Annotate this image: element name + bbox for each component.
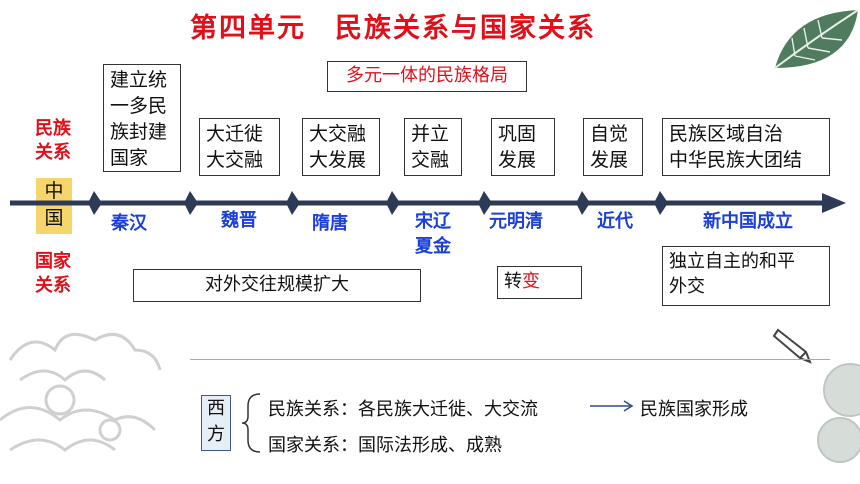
subtitle-text: 多元一体的民族格局 [346,65,508,86]
label-ethnic-relations: 民族 关系 [35,118,71,163]
timeline-arrow [10,191,846,215]
label-china: 中 国 [36,178,72,234]
ethnic-box-weijin: 大迁徙 大交融 [199,118,280,176]
ethnic-box-new-china: 民族区域自治 中华民族大团结 [662,118,830,176]
west-bracket [241,393,261,453]
era-qinhan: 秦汉 [111,213,147,234]
timeline-tick [478,191,492,215]
peace-diplomacy-box: 独立自主的和平 外交 [662,246,830,306]
ethnic-box-songliao: 并立 交融 [404,118,462,176]
leaf-icon [774,9,859,69]
west-label: 西 方 [201,395,231,451]
divider [190,359,830,360]
west-state-line: 国家关系：国际法形成、成熟 [268,435,502,456]
ethnic-box-modern: 自觉 发展 [583,118,643,176]
cloud-decoration-left [0,332,162,452]
ethnic-box-suitang: 大交融 大发展 [302,118,380,176]
label-state-relations: 国家 关系 [35,251,71,296]
west-ethnic-result: 民族国家形成 [640,399,748,420]
timeline-tick [286,191,300,215]
era-suitang: 隋唐 [312,213,348,234]
era-weijin: 魏晋 [221,210,257,231]
timeline-tick [386,191,400,215]
foreign-exchange-box: 对外交往规模扩大 [133,269,421,302]
timeline-tick [184,191,198,215]
cloud-decoration-right [817,363,860,463]
timeline-tick [88,191,102,215]
page-title: 第四单元 民族关系与国家关系 [190,13,596,44]
pencil-icon [772,328,812,364]
era-xiajin: 夏金 [415,236,451,257]
arrow-right-icon [590,400,634,412]
timeline-tick [654,191,668,215]
ethnic-box-yuanmingqing: 巩固 发展 [491,118,555,176]
timeline-tick [576,191,590,215]
subtitle-box: 多元一体的民族格局 [327,61,527,92]
era-modern: 近代 [597,211,633,232]
ethnic-box-qinhan: 建立统 一多民 族封建 国家 [103,64,181,172]
era-yuanmingqing: 元明清 [489,211,543,232]
era-new-china: 新中国成立 [703,211,793,232]
era-songliao: 宋辽 [415,211,451,232]
turn-box: 转变 [497,266,582,299]
west-ethnic-line: 民族关系：各民族大迁徙、大交流 [268,399,538,420]
